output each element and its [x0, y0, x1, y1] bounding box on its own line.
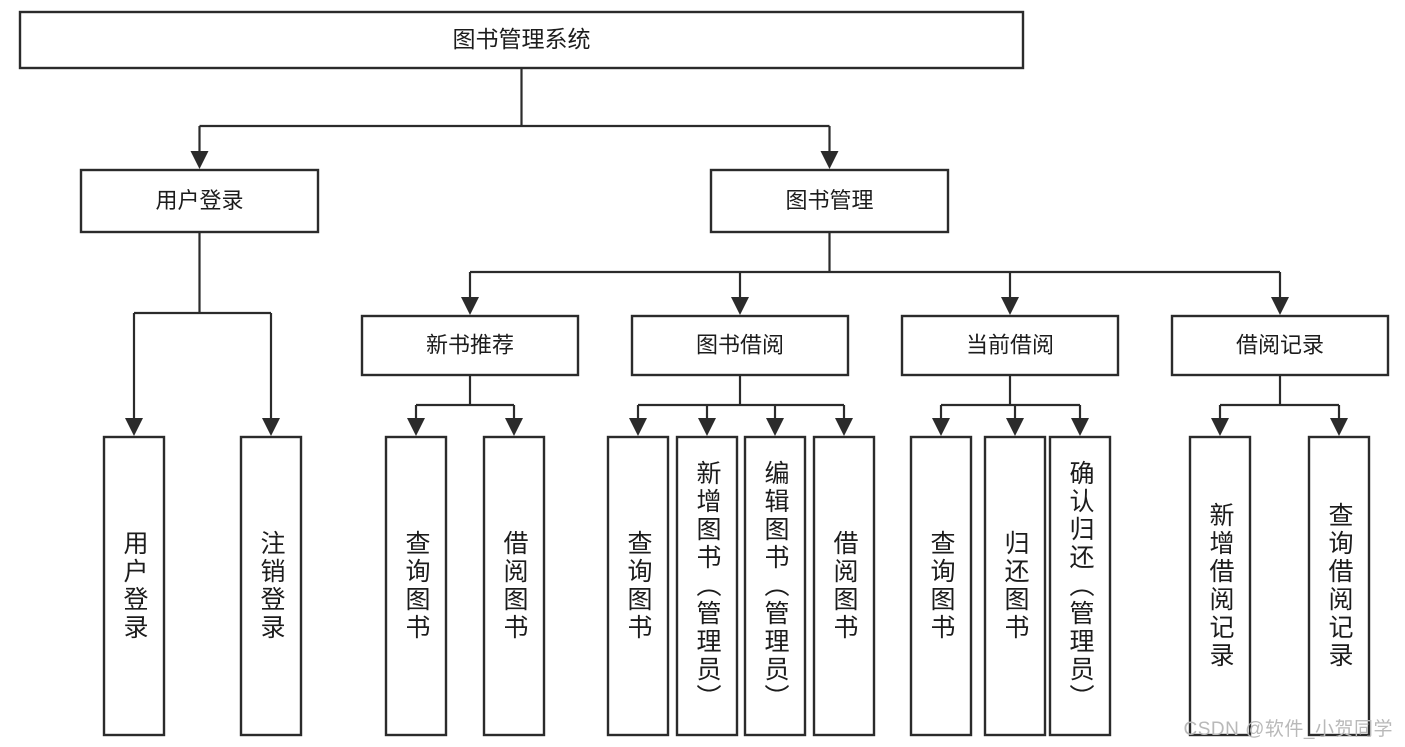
- node-label: 用户登录: [120, 530, 149, 642]
- node-borrow-record[interactable]: 借阅记录: [1170, 314, 1390, 377]
- node-label: 借阅图书: [500, 530, 529, 642]
- node-leaf-user-logout[interactable]: 注销登录: [239, 435, 303, 737]
- node-label: 查询借阅记录: [1325, 502, 1354, 670]
- arrowhead-icon: [1271, 297, 1289, 315]
- node-box: [18, 10, 1025, 70]
- arrowhead-icon: [1330, 418, 1348, 436]
- node-leaf-cb-return[interactable]: 归还图书: [983, 435, 1047, 737]
- node-label: 确认归还（管理员）: [1066, 460, 1095, 712]
- node-leaf-nbr-borrow[interactable]: 借阅图书: [482, 435, 546, 737]
- node-box: [239, 435, 303, 737]
- node-leaf-br-add[interactable]: 新增借阅记录: [1188, 435, 1252, 737]
- node-leaf-cb-query[interactable]: 查询图书: [909, 435, 973, 737]
- node-box: [360, 314, 580, 377]
- node-leaf-bb-edit[interactable]: 编辑图书（管理员）: [743, 435, 807, 737]
- node-leaf-bb-add[interactable]: 新增图书（管理员）: [675, 435, 739, 737]
- arrowhead-icon: [731, 297, 749, 315]
- arrowhead-icon: [505, 418, 523, 436]
- node-user-login[interactable]: 用户登录: [79, 168, 320, 234]
- arrowhead-icon: [1071, 418, 1089, 436]
- node-box: [743, 435, 807, 737]
- nodes-layer: 图书管理系统用户登录图书管理新书推荐图书借阅当前借阅借阅记录用户登录注销登录查询…: [18, 10, 1390, 737]
- node-label: 编辑图书（管理员）: [761, 460, 790, 712]
- arrowhead-icon: [125, 418, 143, 436]
- node-box: [79, 168, 320, 234]
- node-leaf-br-query[interactable]: 查询借阅记录: [1307, 435, 1371, 737]
- node-leaf-user-login[interactable]: 用户登录: [102, 435, 166, 737]
- node-box: [1307, 435, 1371, 737]
- arrowhead-icon: [1006, 418, 1024, 436]
- node-box: [384, 435, 448, 737]
- arrowhead-icon: [190, 151, 209, 169]
- arrowhead-icon: [698, 418, 716, 436]
- arrowhead-icon: [461, 297, 479, 315]
- node-new-book-rec[interactable]: 新书推荐: [360, 314, 580, 377]
- node-box: [983, 435, 1047, 737]
- node-box: [1170, 314, 1390, 377]
- node-box: [630, 314, 850, 377]
- node-label: 当前借阅: [966, 332, 1054, 357]
- node-label: 图书管理: [785, 188, 873, 213]
- node-label: 借阅图书: [830, 530, 859, 642]
- edge-group-root: [190, 68, 839, 169]
- node-label: 查询图书: [402, 530, 431, 642]
- edges-layer: [125, 68, 1348, 436]
- edge-group-new-book-rec: [407, 375, 523, 436]
- node-current-borrow[interactable]: 当前借阅: [900, 314, 1120, 377]
- node-book-borrow[interactable]: 图书借阅: [630, 314, 850, 377]
- node-leaf-bb-borrow[interactable]: 借阅图书: [812, 435, 876, 737]
- node-leaf-bb-query[interactable]: 查询图书: [606, 435, 670, 737]
- edge-group-book-manage: [461, 232, 1289, 315]
- node-box: [900, 314, 1120, 377]
- node-box: [709, 168, 950, 234]
- arrowhead-icon: [262, 418, 280, 436]
- arrowhead-icon: [820, 151, 839, 169]
- node-leaf-nbr-query[interactable]: 查询图书: [384, 435, 448, 737]
- node-box: [675, 435, 739, 737]
- arrowhead-icon: [1001, 297, 1019, 315]
- node-box: [102, 435, 166, 737]
- arrowhead-icon: [766, 418, 784, 436]
- node-label: 用户登录: [155, 188, 243, 213]
- node-box: [482, 435, 546, 737]
- arrowhead-icon: [407, 418, 425, 436]
- arrowhead-icon: [932, 418, 950, 436]
- node-label: 借阅记录: [1236, 332, 1324, 357]
- node-box: [606, 435, 670, 737]
- node-box: [1048, 435, 1112, 737]
- edge-group-current-borrow: [932, 375, 1089, 436]
- node-leaf-cb-confirm[interactable]: 确认归还（管理员）: [1048, 435, 1112, 737]
- node-label: 注销登录: [257, 530, 286, 642]
- node-label: 查询图书: [624, 530, 653, 642]
- node-label: 新书推荐: [426, 332, 514, 357]
- node-box: [812, 435, 876, 737]
- node-label: 归还图书: [1001, 530, 1030, 642]
- arrowhead-icon: [835, 418, 853, 436]
- edge-group-book-borrow: [629, 375, 853, 436]
- node-box: [909, 435, 973, 737]
- node-book-manage[interactable]: 图书管理: [709, 168, 950, 234]
- node-label: 图书管理系统: [453, 26, 591, 52]
- arrowhead-icon: [629, 418, 647, 436]
- node-root[interactable]: 图书管理系统: [18, 10, 1025, 70]
- arrowhead-icon: [1211, 418, 1229, 436]
- node-label: 图书借阅: [696, 332, 784, 357]
- node-label: 查询图书: [927, 530, 956, 642]
- watermark-text: CSDN @软件_小贺同学: [1183, 719, 1393, 740]
- edge-group-user-login: [125, 232, 280, 436]
- node-label: 新增借阅记录: [1206, 502, 1235, 670]
- node-label: 新增图书（管理员）: [693, 460, 722, 712]
- node-box: [1188, 435, 1252, 737]
- edge-group-borrow-record: [1211, 375, 1348, 436]
